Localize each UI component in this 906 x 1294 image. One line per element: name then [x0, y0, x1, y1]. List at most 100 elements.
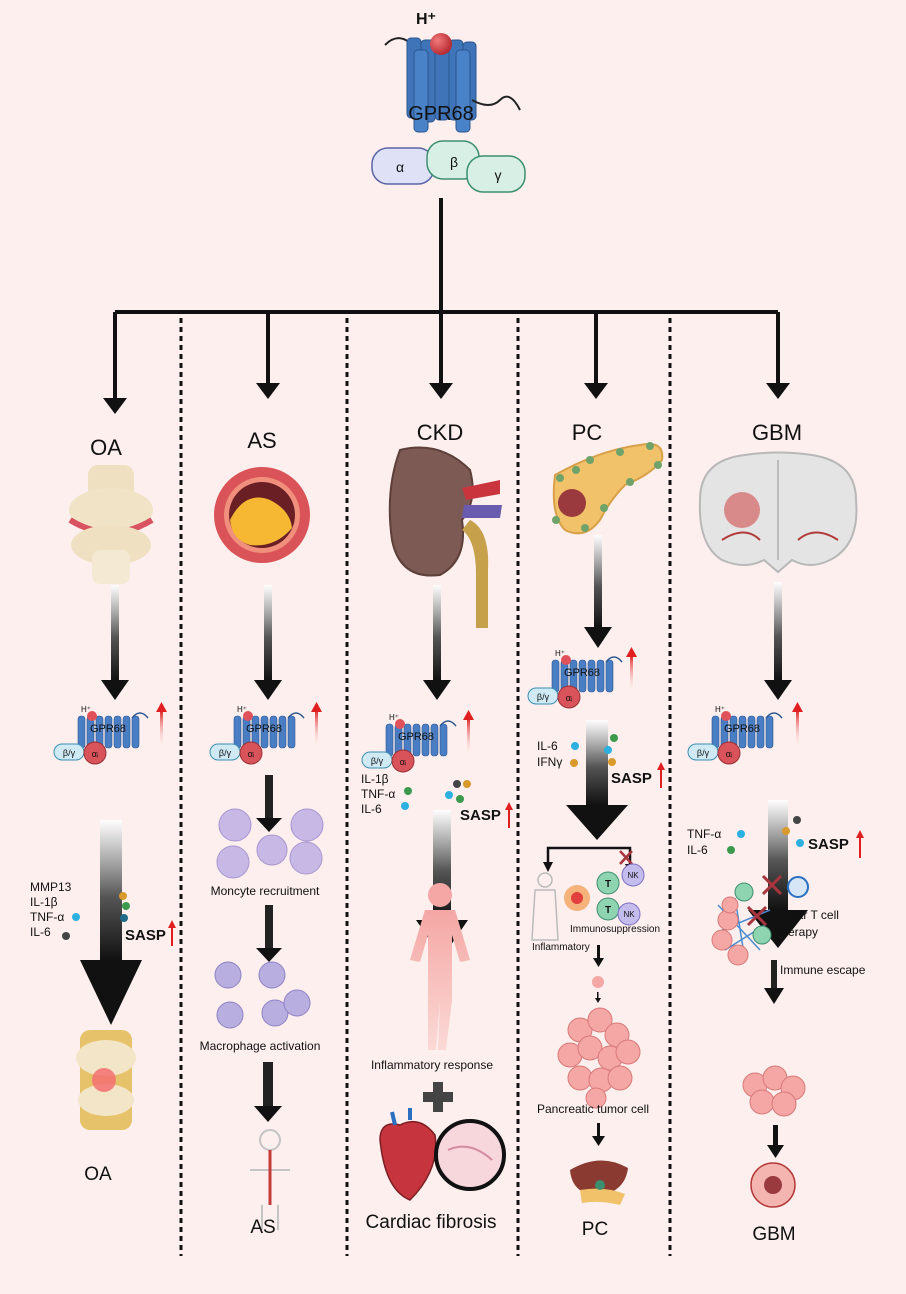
- proton-label: H⁺: [81, 705, 91, 714]
- inhibition-mark: [619, 850, 633, 865]
- oa-cytokine-il6: IL-6: [30, 925, 51, 939]
- alpha-i-label: αᵢ: [248, 749, 255, 759]
- gbm-cytokines: TNF-α IL-6 SASP: [687, 816, 864, 858]
- alpha-i-label: αᵢ: [566, 693, 573, 703]
- alpha-i-label: αᵢ: [400, 757, 407, 767]
- kidney-illustration: [388, 446, 502, 628]
- proton-label: H⁺: [237, 705, 247, 714]
- gbm-cytokine-il6: IL-6: [687, 843, 708, 857]
- ckd-sasp-label: SASP: [460, 807, 501, 824]
- gpr68-label: GPR68: [724, 723, 760, 735]
- gbm-step-car-t-cell-therapy: Car T cell: [788, 908, 839, 922]
- branch-arrowheads: [103, 383, 790, 414]
- upregulation-arrows: [156, 647, 803, 758]
- gbm-tumor-illustration: [750, 1162, 796, 1208]
- pc-cytokine-il6: IL-6: [537, 739, 558, 753]
- beta-gamma-label: β/γ: [219, 748, 232, 758]
- pc-step-immunosuppression: Immunosuppression: [570, 924, 660, 935]
- gbm-gpr68-receptor: H⁺ GPR68 β/γ αᵢ: [687, 705, 783, 765]
- gpr68-label: GPR68: [90, 723, 126, 735]
- gbm-result: GBM: [752, 1224, 795, 1245]
- ckd-gpr68-receptor: H⁺ GPR68 β/γ αᵢ: [361, 713, 457, 773]
- car-t-therapy-illustration: [711, 874, 809, 966]
- brain-illustration: [698, 451, 858, 574]
- pc-gpr68-receptor: H⁺ GPR68 β/γ αᵢ: [527, 649, 623, 709]
- nk-cell-label: NK: [627, 871, 639, 880]
- pancreas-illustration: [552, 442, 664, 535]
- oa-cytokines: MMP13 IL-1β TNF-α IL-6 SASP: [30, 880, 176, 946]
- oa-cytokine-il1b: IL-1β: [30, 895, 58, 909]
- macrophages-illustration: [214, 961, 311, 1029]
- immune-cells-illustration: T NK T NK: [596, 863, 645, 926]
- gradient-arrows: [80, 535, 808, 1122]
- as-step-macrophage-activation: Macrophage activation: [200, 1039, 321, 1053]
- pc-small-arrows: [592, 945, 605, 1146]
- proton-label: H⁺: [416, 11, 436, 28]
- knee-joint-illustration: [68, 465, 154, 584]
- beta-label: β: [450, 154, 458, 170]
- monocytes-illustration: [216, 808, 324, 879]
- gpr68-label: GPR68: [564, 667, 600, 679]
- as-gpr68-receptor: H⁺ GPR68 β/γ αᵢ: [209, 705, 305, 765]
- artery-cross-section-illustration: [214, 467, 310, 563]
- patient-inflammation-illustration: [531, 872, 590, 941]
- damaged-knee-illustration: [76, 1030, 136, 1130]
- gbm-step-immune-escape: Immune escape: [780, 963, 866, 977]
- gbm-cytokine-tnfa: TNF-α: [687, 827, 721, 841]
- gbm-title: GBM: [752, 420, 802, 445]
- pc-result: PC: [582, 1219, 608, 1240]
- gpr68-label: GPR68: [398, 731, 434, 743]
- tumor-cluster-illustration: [557, 1007, 641, 1109]
- alpha-label: α: [396, 159, 404, 175]
- gbm-tumor-cluster-illustration: [742, 1065, 806, 1117]
- beta-gamma-label: β/γ: [63, 748, 76, 758]
- pc-sasp-label: SASP: [611, 770, 652, 787]
- ckd-step-inflammatory-response: Inflammatory response: [371, 1058, 493, 1072]
- oa-sasp-label: SASP: [125, 927, 166, 944]
- proton-label: H⁺: [715, 705, 725, 714]
- alpha-i-label: αᵢ: [726, 749, 733, 759]
- as-title: AS: [247, 428, 276, 453]
- ckd-result: Cardiac fibrosis: [366, 1212, 497, 1233]
- gpr68-receptor: H⁺ GPR68 α β γ: [371, 11, 526, 193]
- pc-branch-lines: [546, 846, 632, 866]
- heart-fibrosis-illustration: [379, 1082, 506, 1201]
- g-gamma-subunit: [466, 155, 526, 193]
- as-result: AS: [250, 1217, 275, 1238]
- beta-gamma-label: β/γ: [697, 748, 710, 758]
- gamma-label: γ: [495, 167, 502, 183]
- ckd-cytokine-tnfa: TNF-α: [361, 787, 395, 801]
- proton-label: H⁺: [389, 713, 399, 722]
- t-cell-label: T: [605, 905, 611, 916]
- ckd-cytokine-il6: IL-6: [361, 802, 382, 816]
- beta-gamma-label: β/γ: [537, 692, 550, 702]
- oa-cytokine-tnfa: TNF-α: [30, 910, 64, 924]
- oa-gpr68-receptor: H⁺ GPR68 β/γ αᵢ: [53, 705, 149, 765]
- alpha-i-label: αᵢ: [92, 749, 99, 759]
- oa-cytokine-mmp13: MMP13: [30, 880, 72, 894]
- gpr68-label: GPR68: [246, 723, 282, 735]
- vasculature-body-illustration: [250, 1129, 290, 1230]
- t-cell-label: T: [605, 879, 611, 890]
- pc-title: PC: [572, 420, 603, 445]
- liver-pancreas-illustration: [570, 1160, 628, 1205]
- proton-ball: [430, 33, 452, 55]
- pc-cytokines: IL-6 IFNγ SASP: [537, 734, 665, 788]
- ckd-title: CKD: [417, 420, 463, 445]
- oa-result: OA: [84, 1164, 112, 1185]
- human-body-illustration: [410, 883, 470, 1050]
- gbm-step-car-t-cell-therapy-line2: therapy: [778, 925, 818, 939]
- gpr68-label: GPR68: [408, 103, 474, 125]
- column-dividers: [179, 318, 672, 1256]
- nk-cell-label: NK: [623, 910, 635, 919]
- pc-step-inflammatory: Inflammatory: [532, 942, 590, 953]
- as-step-monocyte-recruitment: Moncyte recruitment: [211, 884, 320, 898]
- gbm-sasp-label: SASP: [808, 836, 849, 853]
- ckd-cytokines: IL-1β TNF-α IL-6 SASP: [361, 772, 513, 828]
- pc-cytokine-ifng: IFNγ: [537, 755, 562, 769]
- branch-lines: [113, 198, 780, 400]
- pc-step-pancreatic-tumor-cell: Pancreatic tumor cell: [537, 1102, 649, 1116]
- beta-gamma-label: β/γ: [371, 756, 384, 766]
- proton-label: H⁺: [555, 649, 565, 658]
